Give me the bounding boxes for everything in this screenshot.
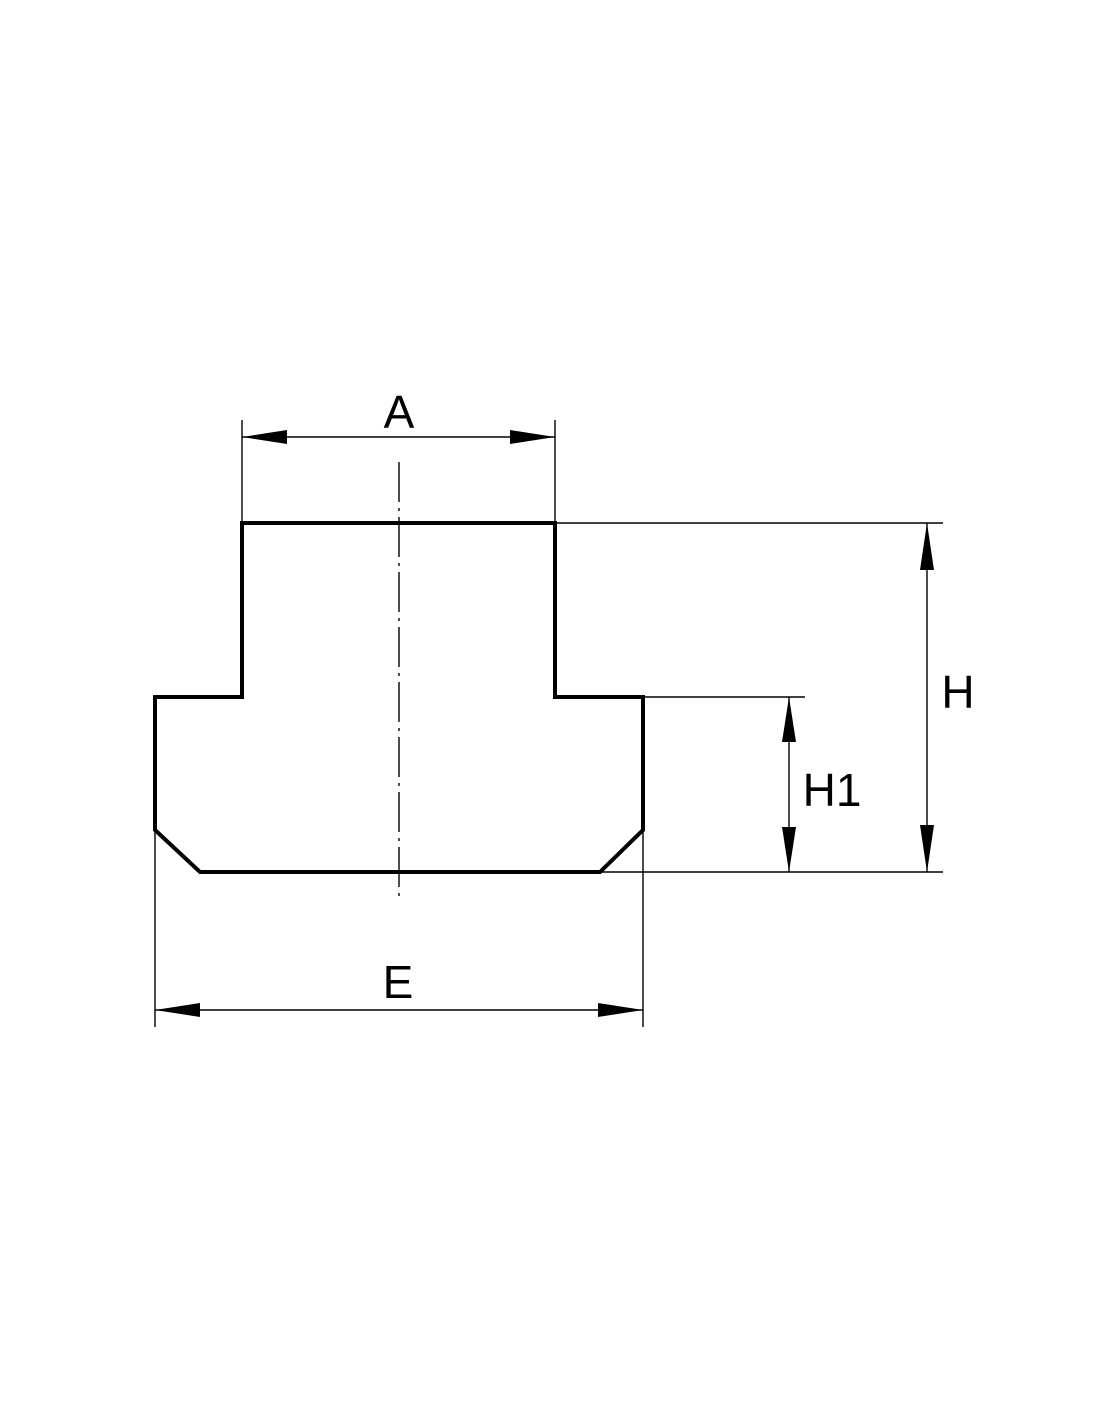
dimension-a-arrow-right xyxy=(510,430,555,444)
dimension-e-arrow-left xyxy=(155,1003,200,1017)
dimension-h1-arrow-top xyxy=(782,697,796,742)
dimension-h-arrow-bottom xyxy=(920,825,934,872)
dimension-e-label: E xyxy=(383,956,414,1008)
dimension-h1-label: H1 xyxy=(803,764,862,816)
dimension-h1-arrow-bottom xyxy=(782,827,796,872)
dimension-e-arrow-right xyxy=(598,1003,643,1017)
dimension-h-arrow-top xyxy=(920,523,934,570)
dimension-h-label: H xyxy=(941,666,974,718)
dimension-a-arrow-left xyxy=(242,430,287,444)
dimension-a-label: A xyxy=(384,386,415,438)
dimension-e: E xyxy=(154,830,644,1027)
dimension-a: A xyxy=(241,386,556,523)
dimension-h1: H1 xyxy=(643,696,862,872)
dimension-h: H xyxy=(555,522,975,873)
